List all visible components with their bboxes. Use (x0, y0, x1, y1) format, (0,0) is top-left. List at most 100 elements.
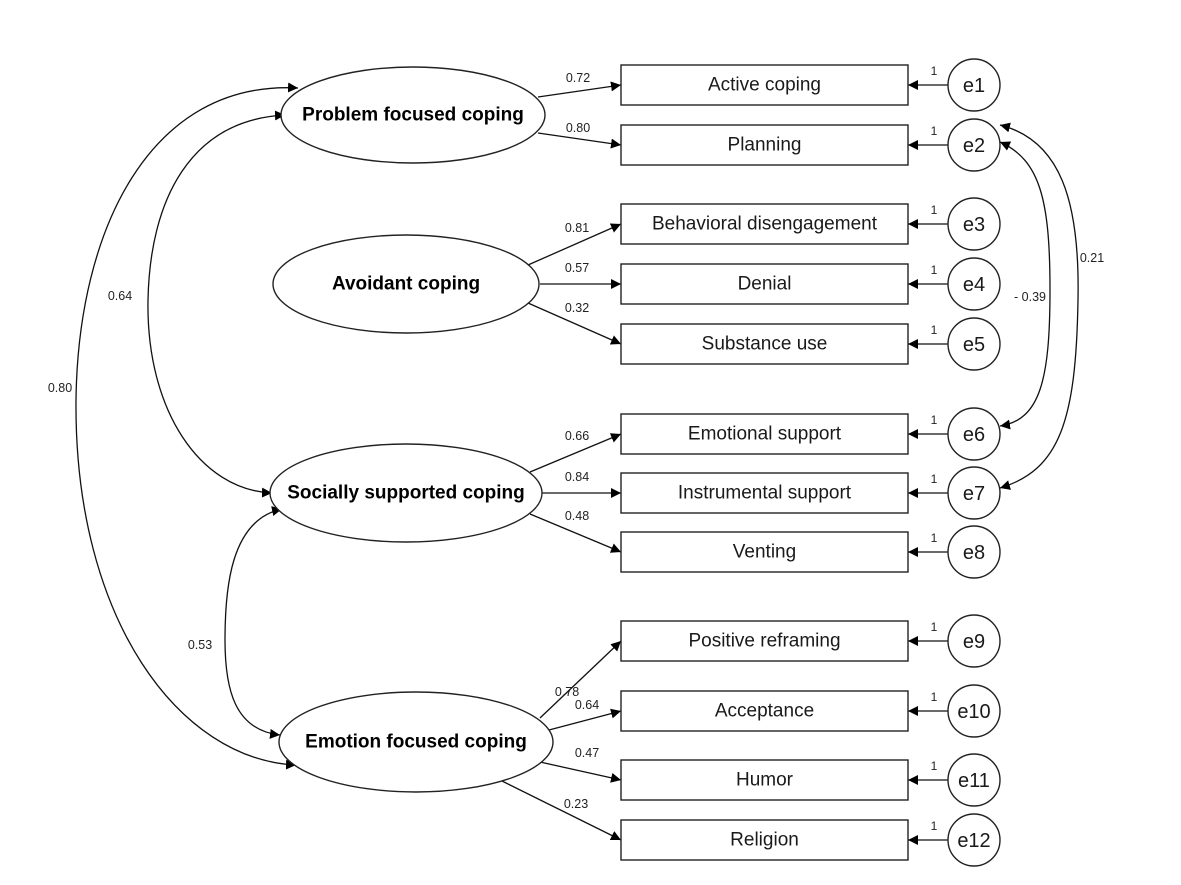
error-term-circle (947, 317, 1001, 371)
error-term-label: e6 (963, 424, 985, 446)
error-path-weight: 1 (931, 124, 938, 138)
error-term-label: e5 (963, 334, 985, 356)
latent-factor-ssc (269, 443, 543, 543)
observed-variable-box (620, 819, 909, 861)
observed-variable-box (620, 759, 909, 801)
factor-covariance-curve (224, 506, 283, 739)
factor-loading-value: 0.48 (565, 509, 589, 523)
factor-covariance-curve (147, 110, 286, 498)
error-term-label: e11 (958, 770, 990, 792)
factor-loading-arrow (529, 433, 622, 473)
observed-variable-box (620, 690, 909, 732)
observed-variable-box (620, 531, 909, 573)
error-covariance-value: 0.21 (1080, 251, 1104, 265)
factor-loading-arrow (537, 81, 622, 98)
error-path-weight: 1 (931, 819, 938, 833)
error-term-circle (947, 466, 1001, 520)
error-term-label: e3 (963, 214, 985, 236)
latent-factor-avc (272, 234, 540, 334)
observed-variable-box (620, 472, 909, 514)
observed-variable-box (620, 263, 909, 305)
observed-variable-label: Acceptance (715, 701, 814, 722)
error-path-weight: 1 (931, 203, 938, 217)
observed-variable-label: Denial (738, 274, 792, 295)
observed-variable-label: Behavioral disengagement (652, 214, 878, 235)
error-term-circle (947, 525, 1001, 579)
error-path-weight: 1 (931, 263, 938, 277)
error-path-weight: 1 (931, 472, 938, 486)
error-term-label: e2 (963, 135, 985, 157)
factor-loading-value: 0.81 (565, 221, 589, 235)
error-path-weight: 1 (931, 759, 938, 773)
error-covariance-value: - 0.39 (1014, 290, 1046, 304)
factor-loading-arrow (537, 132, 622, 149)
factor-loading-value: 0.32 (565, 301, 589, 315)
error-path-weight: 1 (931, 323, 938, 337)
observed-variable-label: Positive reframing (688, 631, 840, 652)
factor-covariance-curve (75, 82, 299, 770)
observed-variable-label: Instrumental support (678, 483, 852, 504)
factor-loading-value: 0.66 (565, 429, 589, 443)
factor-loading-arrow (539, 640, 622, 719)
error-term-label: e8 (963, 542, 985, 564)
observed-variable-box (620, 620, 909, 662)
error-term-label: e7 (963, 483, 985, 505)
error-term-circle (947, 684, 1001, 738)
observed-variable-box (620, 124, 909, 166)
error-term-label: e12 (957, 830, 990, 852)
observed-variable-label: Venting (733, 542, 796, 563)
factor-loading-value: 0.80 (566, 121, 590, 135)
error-term-circle (947, 407, 1001, 461)
latent-factor-label: Avoidant coping (332, 274, 480, 295)
error-term-circle (947, 257, 1001, 311)
latent-factor-label: Emotion focused coping (305, 732, 527, 753)
factor-loading-value: 0.47 (575, 746, 599, 760)
observed-variable-box (620, 64, 909, 106)
error-term-circle (947, 118, 1001, 172)
factor-loading-arrow (499, 779, 622, 841)
observed-variable-box (620, 413, 909, 455)
factor-covariance-value: 0.64 (108, 289, 132, 303)
factor-loading-value: 0.57 (565, 261, 589, 275)
error-path-weight: 1 (931, 64, 938, 78)
factor-loading-arrow (527, 223, 622, 266)
error-path-weight: 1 (931, 690, 938, 704)
error-covariance-curve (999, 141, 1051, 430)
observed-variable-box (620, 203, 909, 245)
error-path-weight: 1 (931, 531, 938, 545)
latent-factor-label: Socially supported coping (287, 483, 525, 504)
error-term-circle (947, 197, 1001, 251)
error-covariance-curve (999, 122, 1079, 490)
error-term-label: e9 (963, 631, 985, 653)
latent-factor-label: Problem focused coping (302, 105, 524, 126)
factor-loading-value: 0.23 (564, 797, 588, 811)
error-term-label: e10 (957, 701, 990, 723)
observed-variable-box (620, 323, 909, 365)
factor-loading-arrow (529, 513, 622, 553)
factor-loading-arrow (527, 302, 622, 345)
factor-loading-value: 0.78 (555, 685, 579, 699)
factor-covariance-value: 0.80 (48, 381, 72, 395)
factor-covariance-value: 0.53 (188, 638, 212, 652)
error-path-weight: 1 (931, 620, 938, 634)
error-term-label: e1 (963, 75, 985, 97)
error-term-circle (947, 58, 1001, 112)
observed-variable-label: Religion (730, 830, 799, 851)
error-term-label: e4 (963, 274, 985, 296)
error-term-circle (947, 813, 1001, 867)
factor-loading-value: 0.72 (566, 71, 590, 85)
error-term-circle (947, 753, 1001, 807)
error-term-circle (947, 614, 1001, 668)
observed-variable-label: Substance use (702, 334, 828, 355)
factor-loading-value: 0.64 (575, 698, 599, 712)
factor-loading-arrow (548, 708, 622, 731)
latent-factor-pfc (280, 66, 546, 164)
observed-variable-label: Active coping (708, 75, 821, 96)
latent-factor-efc (278, 691, 554, 793)
observed-variable-label: Humor (736, 770, 794, 791)
observed-variable-label: Emotional support (688, 424, 842, 445)
error-path-weight: 1 (931, 413, 938, 427)
factor-loading-value: 0.84 (565, 470, 589, 484)
factor-loading-arrow (539, 761, 622, 783)
